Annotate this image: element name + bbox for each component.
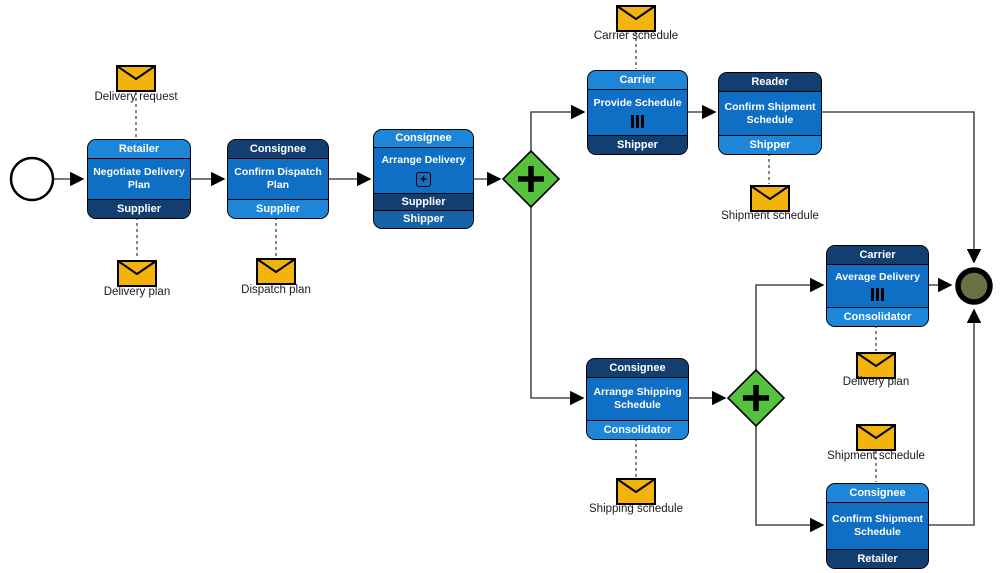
task-body: Confirm Shipment Schedule [719, 92, 821, 135]
message-label: Dispatch plan [241, 284, 311, 296]
gateway-plus-icon [518, 166, 544, 192]
task-body: Negotiate Delivery Plan [88, 159, 190, 199]
message-label: Delivery plan [103, 286, 171, 298]
task-role-header: Carrier [827, 246, 928, 265]
task-role-footer: Shipper [588, 135, 687, 154]
task-role-footer: Shipper [374, 210, 473, 228]
task-confirm-dispatch-plan[interactable]: Consignee Confirm Dispatch Plan Supplier [227, 139, 329, 219]
task-role-header: Consignee [228, 140, 328, 159]
task-confirm-shipment-schedule-lower[interactable]: Consignee Confirm Shipment Schedule Reta… [826, 483, 929, 569]
task-role-footer: Retailer [827, 549, 928, 568]
message-label: Shipment schedule [827, 450, 925, 462]
task-body: Confirm Dispatch Plan [228, 159, 328, 199]
task-role-footer: Supplier [374, 193, 473, 210]
task-label: Arrange Delivery [381, 154, 466, 167]
task-role-footer: Shipper [719, 135, 821, 154]
task-role-header: Carrier [588, 71, 687, 90]
task-average-delivery[interactable]: Carrier Average Delivery Consolidator [826, 245, 929, 327]
task-role-footer: Consolidator [587, 420, 688, 439]
message-envelope-icon[interactable] [256, 258, 296, 285]
task-body: Arrange Shipping Schedule [587, 378, 688, 420]
message-envelope-icon[interactable] [856, 424, 896, 451]
message-envelope-icon[interactable] [856, 352, 896, 379]
message-envelope-icon[interactable] [616, 5, 656, 32]
multi-instance-marker-icon [631, 115, 644, 129]
flow-confirm-shipment-lower-to-end [927, 308, 982, 526]
message-label: Delivery request [94, 91, 178, 103]
task-body: Arrange Delivery + [374, 148, 473, 193]
task-body: Confirm Shipment Schedule [827, 503, 928, 549]
multi-instance-marker-icon [871, 288, 884, 302]
task-arrange-delivery[interactable]: Consignee Arrange Delivery + Supplier Sh… [373, 129, 474, 229]
task-provide-schedule[interactable]: Carrier Provide Schedule Shipper [587, 70, 688, 155]
task-label: Arrange Shipping Schedule [593, 386, 682, 411]
task-body: Provide Schedule [588, 90, 687, 135]
message-envelope-icon[interactable] [616, 478, 656, 505]
task-role-header: Reader [719, 73, 821, 92]
flow-gateway-join-to-confirm-shipment-lower [755, 426, 825, 533]
task-label: Confirm Shipment Schedule [724, 100, 816, 126]
task-label: Average Delivery [835, 270, 920, 283]
flow-gateway-split-to-provide-schedule [530, 104, 586, 151]
task-label: Confirm Dispatch Plan [234, 166, 322, 191]
message-envelope-icon[interactable] [750, 185, 790, 212]
parallel-gateway-split[interactable] [501, 149, 561, 209]
flow-gateway-split-to-arrange-shipping [530, 207, 585, 406]
message-label: Shipment schedule [721, 210, 819, 222]
message-envelope-icon[interactable] [116, 65, 156, 92]
gateway-plus-icon [743, 385, 769, 411]
end-event[interactable] [955, 267, 993, 305]
task-label: Negotiate Delivery Plan [93, 166, 185, 191]
message-envelope-icon[interactable] [117, 260, 157, 287]
task-body: Average Delivery [827, 265, 928, 307]
task-role-header: Retailer [88, 140, 190, 159]
task-role-header: Consignee [827, 484, 928, 503]
task-role-footer: Supplier [88, 199, 190, 218]
start-event[interactable] [9, 156, 55, 202]
message-label: Shipping schedule [589, 503, 683, 515]
task-negotiate-delivery-plan[interactable]: Retailer Negotiate Delivery Plan Supplie… [87, 139, 191, 219]
task-label: Provide Schedule [593, 96, 682, 109]
task-role-header: Consignee [587, 359, 688, 378]
task-role-header: Consignee [374, 130, 473, 148]
message-label: Delivery plan [842, 376, 910, 388]
task-label: Confirm Shipment Schedule [832, 513, 923, 538]
flow-gateway-join-to-average-delivery [755, 277, 825, 370]
message-label: Carrier schedule [593, 30, 679, 42]
parallel-gateway-join[interactable] [726, 368, 786, 428]
flow-confirm-shipment-to-end [820, 111, 982, 264]
subprocess-marker-icon[interactable]: + [416, 171, 431, 187]
task-confirm-shipment-schedule-upper[interactable]: Reader Confirm Shipment Schedule Shipper [718, 72, 822, 155]
task-role-footer: Consolidator [827, 307, 928, 326]
task-arrange-shipping-schedule[interactable]: Consignee Arrange Shipping Schedule Cons… [586, 358, 689, 440]
task-role-footer: Supplier [228, 199, 328, 218]
